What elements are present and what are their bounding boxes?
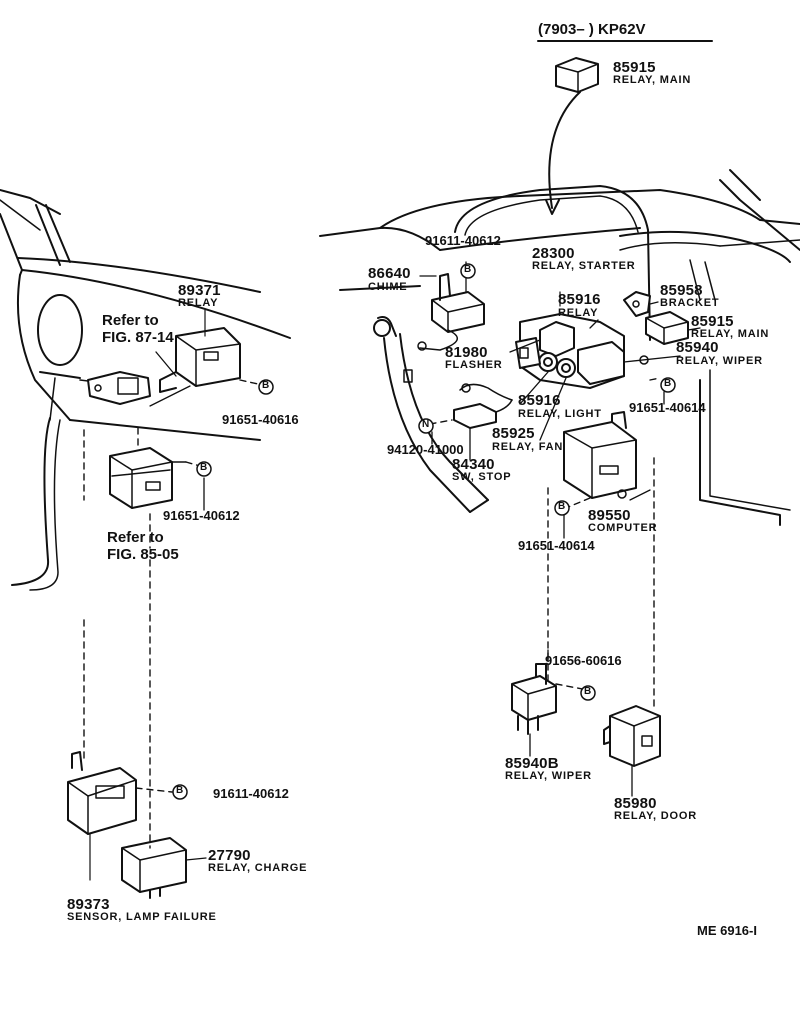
part-number: 85915: [613, 59, 656, 76]
part-name: RELAY, FAN: [492, 441, 564, 453]
fastener-number: 91611-40612: [425, 233, 501, 248]
refer-to-fig-87-14[interactable]: Refer to FIG. 87-14: [102, 312, 174, 346]
part-name: RELAY, STARTER: [532, 260, 636, 272]
bolt-symbol-label: B: [664, 378, 672, 389]
dashboard: [319, 169, 800, 526]
computer-89550-icon: [563, 411, 637, 499]
part-number: 89373: [67, 896, 110, 913]
part-number: 81980: [445, 344, 488, 361]
part-number: 86640: [368, 265, 411, 282]
relay-door-icon: [603, 705, 661, 767]
part-name: COMPUTER: [588, 522, 658, 534]
brake-pedal-icon: [373, 316, 489, 513]
relay-wiper-b-icon: [511, 663, 557, 735]
fastener-number: 91651-40616: [222, 412, 299, 427]
part-number: 84340: [452, 456, 495, 473]
part-number: 89550: [588, 507, 631, 524]
bolt-symbol-label: B: [558, 501, 566, 512]
bolt-symbol-label: B: [262, 380, 270, 391]
part-number: 89371: [178, 282, 221, 299]
relay-main-top-icon: [555, 57, 599, 93]
refer-to-fig-85-05[interactable]: Refer to FIG. 85-05: [107, 529, 179, 563]
main-arrow: [548, 91, 581, 209]
part-name: RELAY: [178, 297, 219, 309]
part-number: 85958: [660, 282, 703, 299]
part-number: 85940B: [505, 755, 559, 772]
part-number: 85915: [691, 313, 734, 330]
part-name: BRACKET: [660, 297, 720, 309]
bolt-symbol-label: B: [584, 686, 592, 697]
chime-icon: [417, 273, 485, 351]
dashed-guides: [83, 377, 661, 849]
fastener-number: 91656-60616: [545, 653, 622, 668]
fastener-number: 94120-41000: [387, 442, 464, 457]
part-number: 85940: [676, 339, 719, 356]
part-number: 28300: [532, 245, 575, 262]
part-name: SW, STOP: [452, 471, 512, 483]
part-name: RELAY, WIPER: [676, 355, 763, 367]
left-car-body: [0, 189, 291, 591]
bolt-symbol-label: B: [176, 785, 184, 796]
part-name: RELAY, LIGHT: [518, 408, 602, 420]
part-name: FLASHER: [445, 359, 503, 371]
nut-symbol-label: N: [422, 419, 430, 430]
relay-main-right-icon: [645, 311, 689, 345]
part-name: RELAY, MAIN: [613, 74, 692, 86]
fastener-number: 91651-40614: [518, 538, 595, 553]
part-number: 27790: [208, 847, 251, 864]
relay-fig-8505-icon: [109, 447, 187, 509]
relay-charge-icon: [121, 837, 207, 899]
fastener-number: 91651-40612: [163, 508, 240, 523]
part-name: RELAY: [558, 307, 599, 319]
part-name: RELAY, WIPER: [505, 770, 592, 782]
part-name: SENSOR, LAMP FAILURE: [67, 911, 217, 923]
part-number: 85925: [492, 425, 535, 442]
part-name: CHIME: [368, 281, 408, 293]
diagram-code: ME 6916-I: [697, 923, 757, 938]
relay-89371-icon: [87, 309, 241, 405]
bolt-symbol-label: B: [464, 264, 472, 275]
part-name: RELAY, MAIN: [691, 328, 770, 340]
bolt-symbols: [172, 263, 676, 800]
stop-switch-icon: [453, 383, 513, 429]
nut-symbol: [418, 418, 434, 434]
sensor-89373-icon: [67, 751, 137, 881]
part-number: 85916: [518, 392, 561, 409]
part-number: 85916: [558, 291, 601, 308]
part-number: 85980: [614, 795, 657, 812]
fastener-number: 91651-40614: [629, 400, 706, 415]
bracket-85958-icon: [623, 291, 651, 317]
fastener-number: 91611-40612: [213, 786, 289, 801]
relay-cluster-icon: [515, 291, 649, 389]
part-name: RELAY, DOOR: [614, 810, 697, 822]
part-name: RELAY, CHARGE: [208, 862, 308, 874]
bolt-symbol-label: B: [200, 462, 208, 473]
header-date-range: (7903– ) KP62V: [538, 21, 646, 38]
